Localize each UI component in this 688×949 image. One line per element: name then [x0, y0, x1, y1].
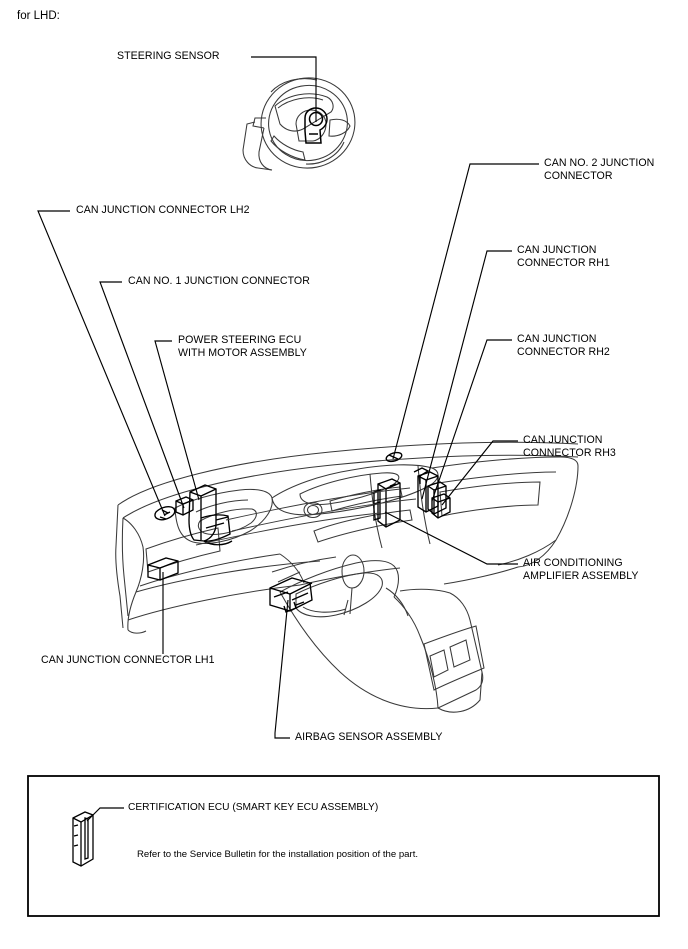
- note-box: [27, 775, 660, 917]
- leader-can-junction-rh2: [431, 339, 512, 502]
- certification-ecu-label: CERTIFICATION ECU (SMART KEY ECU ASSEMBL…: [128, 802, 379, 813]
- leader-can-junction-lh2: [37, 210, 166, 517]
- leader-can-junction-rh1: [421, 250, 512, 500]
- callout-air-conditioning-amplifier: AIR CONDITIONING AMPLIFIER ASSEMBLY: [523, 557, 639, 583]
- leader-can-no2-junction: [392, 163, 539, 460]
- connector-mounting-rails: [195, 487, 417, 546]
- leader-air-conditioning-amp: [384, 511, 518, 565]
- air-conditioning-amplifier-part: [373, 478, 401, 528]
- callout-steering-sensor: STEERING SENSOR: [117, 50, 220, 62]
- callout-can-junction-connector-rh2: CAN JUNCTION CONNECTOR RH2: [517, 333, 610, 359]
- can-junction-connector-lh1-part: [147, 557, 179, 581]
- callout-can-junction-connector-lh2: CAN JUNCTION CONNECTOR LH2: [76, 204, 250, 216]
- page-title: for LHD:: [17, 10, 60, 22]
- service-bulletin-note: Refer to the Service Bulletin for the in…: [137, 849, 419, 860]
- callout-can-no1-junction-connector: CAN NO. 1 JUNCTION CONNECTOR: [128, 275, 310, 287]
- leader-certification-ecu: [86, 807, 124, 822]
- airbag-sensor-assembly-part: [269, 577, 313, 613]
- callout-can-junction-connector-lh1: CAN JUNCTION CONNECTOR LH1: [41, 654, 215, 666]
- certification-ecu-part: [72, 811, 94, 867]
- power-steering-ecu-part: [188, 484, 233, 546]
- can-junction-connector-lh2-part: [154, 506, 176, 521]
- leader-airbag-sensor: [274, 599, 290, 739]
- leader-can-no1-junction: [99, 281, 185, 509]
- steering-wheel: [242, 77, 356, 171]
- leader-power-steering-ecu: [154, 340, 200, 501]
- callout-can-junction-connector-rh3: CAN JUNCTION CONNECTOR RH3: [523, 434, 616, 460]
- leader-can-junction-rh3: [441, 440, 518, 506]
- callout-power-steering-ecu: POWER STEERING ECU WITH MOTOR ASSEMBLY: [178, 334, 307, 360]
- callout-can-no2-junction-connector: CAN NO. 2 JUNCTION CONNECTOR: [544, 157, 655, 183]
- leader-steering-sensor: [251, 56, 317, 122]
- callout-airbag-sensor-assembly: AIRBAG SENSOR ASSEMBLY: [295, 731, 443, 743]
- center-console: [271, 554, 485, 713]
- leader-lines: [37, 56, 539, 739]
- callout-can-junction-connector-rh1: CAN JUNCTION CONNECTOR RH1: [517, 244, 610, 270]
